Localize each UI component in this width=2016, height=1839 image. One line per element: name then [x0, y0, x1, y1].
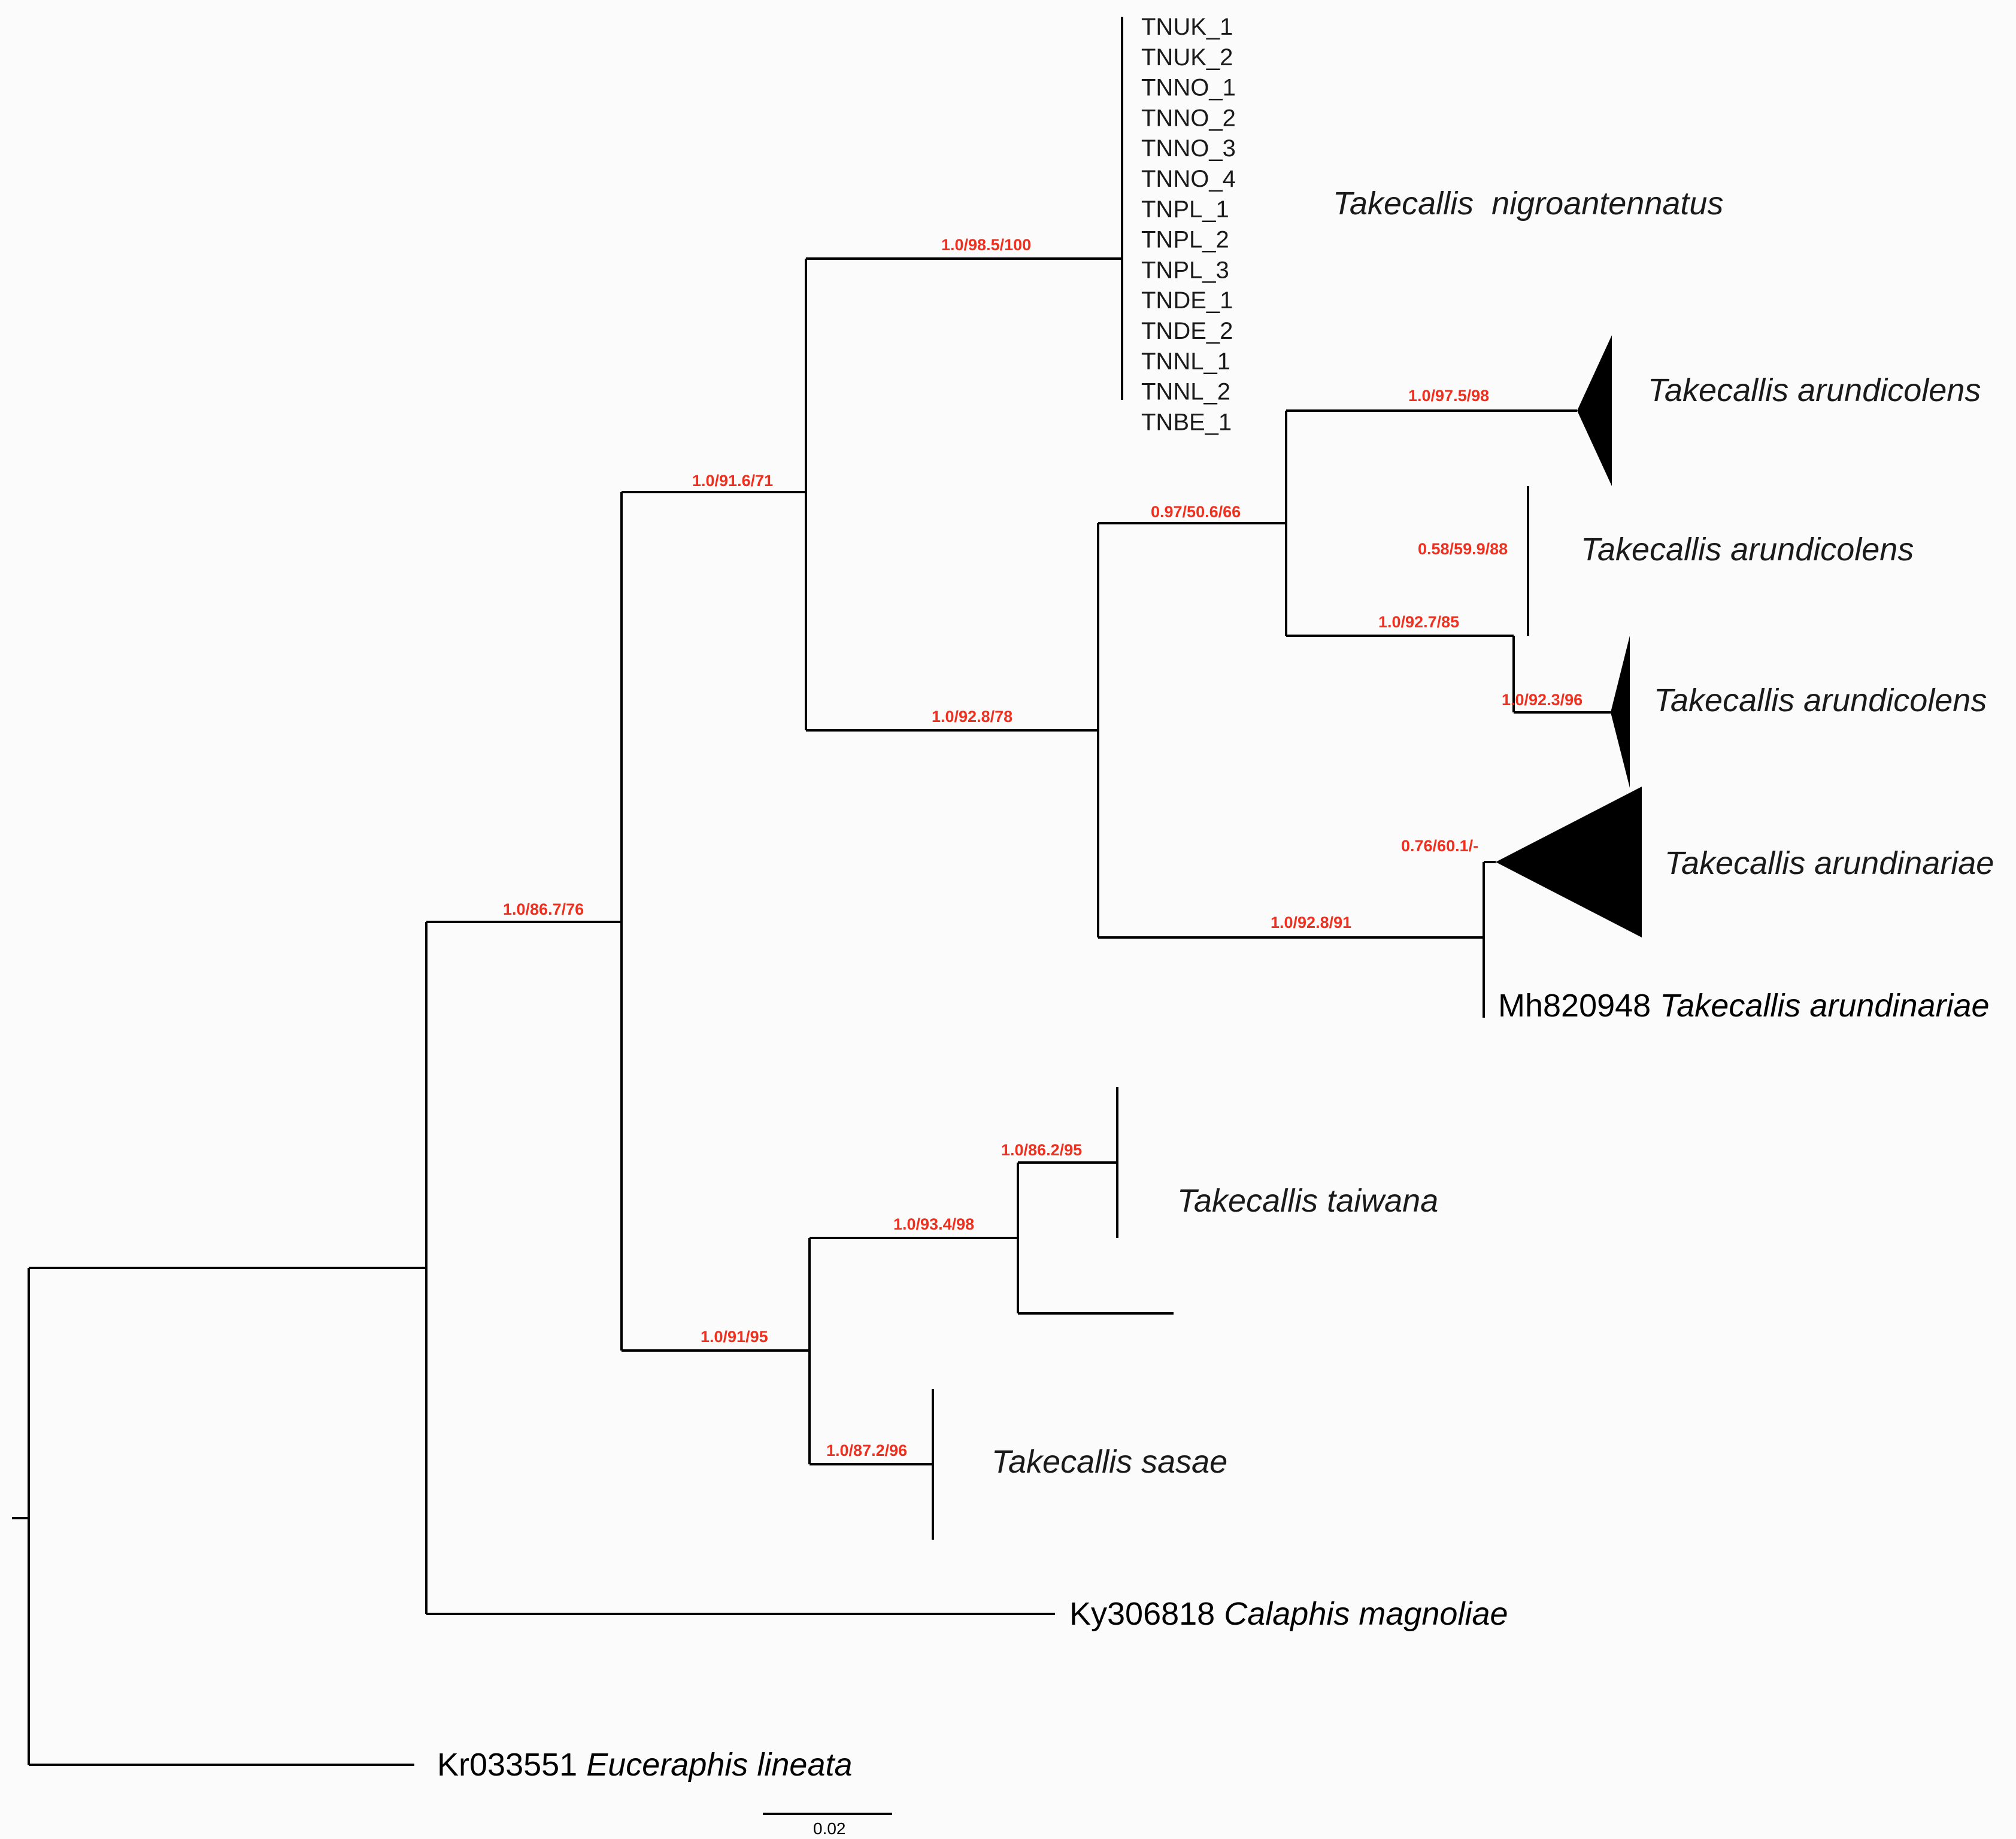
species-label-arundicolens-3: Takecallis arundicolens	[1654, 682, 1987, 718]
species-label-nigroantennatus: Takecallis nigroantennatus	[1333, 186, 1723, 221]
tip-label-tnnl-2: TNNL_2	[1141, 379, 1230, 405]
species-label-sasae: Takecallis sasae	[992, 1444, 1227, 1480]
support-node-c: 0.97/50.6/66	[1151, 503, 1241, 521]
support-taiwana: 1.0/86.2/95	[1001, 1141, 1082, 1159]
tip-label-tnuk-2: TNUK_2	[1141, 44, 1233, 71]
support-node-f: 1.0/92.8/91	[1271, 914, 1351, 931]
clade-arundinariae	[1496, 787, 1642, 937]
tip-label-tnbe-1: TNBE_1	[1141, 409, 1232, 435]
nigroantennatus-tip-labels: TNUK_1TNUK_2TNNO_1TNNO_2TNNO_3TNNO_4TNPL…	[1141, 14, 1236, 435]
support-node-e: 1.0/92.8/78	[932, 708, 1012, 726]
tip-label-tnno-4: TNNO_4	[1141, 166, 1236, 192]
species-label-arundinariae-clade: Takecallis arundinariae	[1665, 845, 1994, 881]
tip-label-calaphis: Ky306818 Calaphis magnoliae	[1069, 1596, 1508, 1632]
tip-label-tnpl-1: TNPL_1	[1141, 196, 1229, 223]
species-label-taiwana: Takecallis taiwana	[1177, 1183, 1438, 1219]
tip-label-tnnl-1: TNNL_1	[1141, 348, 1230, 375]
support-arundicolens-2: 0.58/59.9/88	[1418, 540, 1508, 558]
support-node-d: 1.0/92.7/85	[1378, 613, 1459, 631]
support-arundicolens-3: 1.0/92.3/96	[1502, 691, 1583, 709]
tip-label-tnuk-1: TNUK_1	[1141, 14, 1233, 40]
support-arundicolens-1: 1.0/97.5/98	[1408, 387, 1489, 405]
tip-label-euceraphis: Kr033551 Euceraphis lineata	[437, 1747, 853, 1783]
tip-label-tnde-2: TNDE_2	[1141, 318, 1233, 344]
support-node-a: 1.0/91.6/71	[692, 472, 773, 490]
tip-label-mh820948: Mh820948 Takecallis arundinariae	[1498, 988, 1990, 1024]
species-label-arundicolens-1: Takecallis arundicolens	[1648, 372, 1981, 408]
support-arundinariae-clade: 0.76/60.1/-	[1401, 837, 1478, 855]
support-node-h: 1.0/91/95	[701, 1328, 768, 1346]
support-node-b: 1.0/86.7/76	[503, 900, 584, 918]
scale-bar-label: 0.02	[813, 1819, 846, 1838]
tip-label-tnpl-3: TNPL_3	[1141, 257, 1229, 283]
tip-label-tnno-3: TNNO_3	[1141, 135, 1236, 162]
support-node-g: 1.0/93.4/98	[893, 1215, 974, 1233]
tip-label-tnde-1: TNDE_1	[1141, 287, 1233, 314]
support-sasae: 1.0/87.2/96	[826, 1442, 907, 1459]
support-nigroantennatus: 1.0/98.5/100	[941, 236, 1031, 254]
clade-arundicolens-3	[1611, 636, 1630, 788]
tip-label-tnpl-2: TNPL_2	[1141, 227, 1229, 253]
tip-label-tnno-1: TNNO_1	[1141, 75, 1236, 101]
tip-label-tnno-2: TNNO_2	[1141, 105, 1236, 131]
clade-arundicolens-1	[1577, 335, 1612, 486]
species-label-arundicolens-2: Takecallis arundicolens	[1581, 532, 1914, 568]
